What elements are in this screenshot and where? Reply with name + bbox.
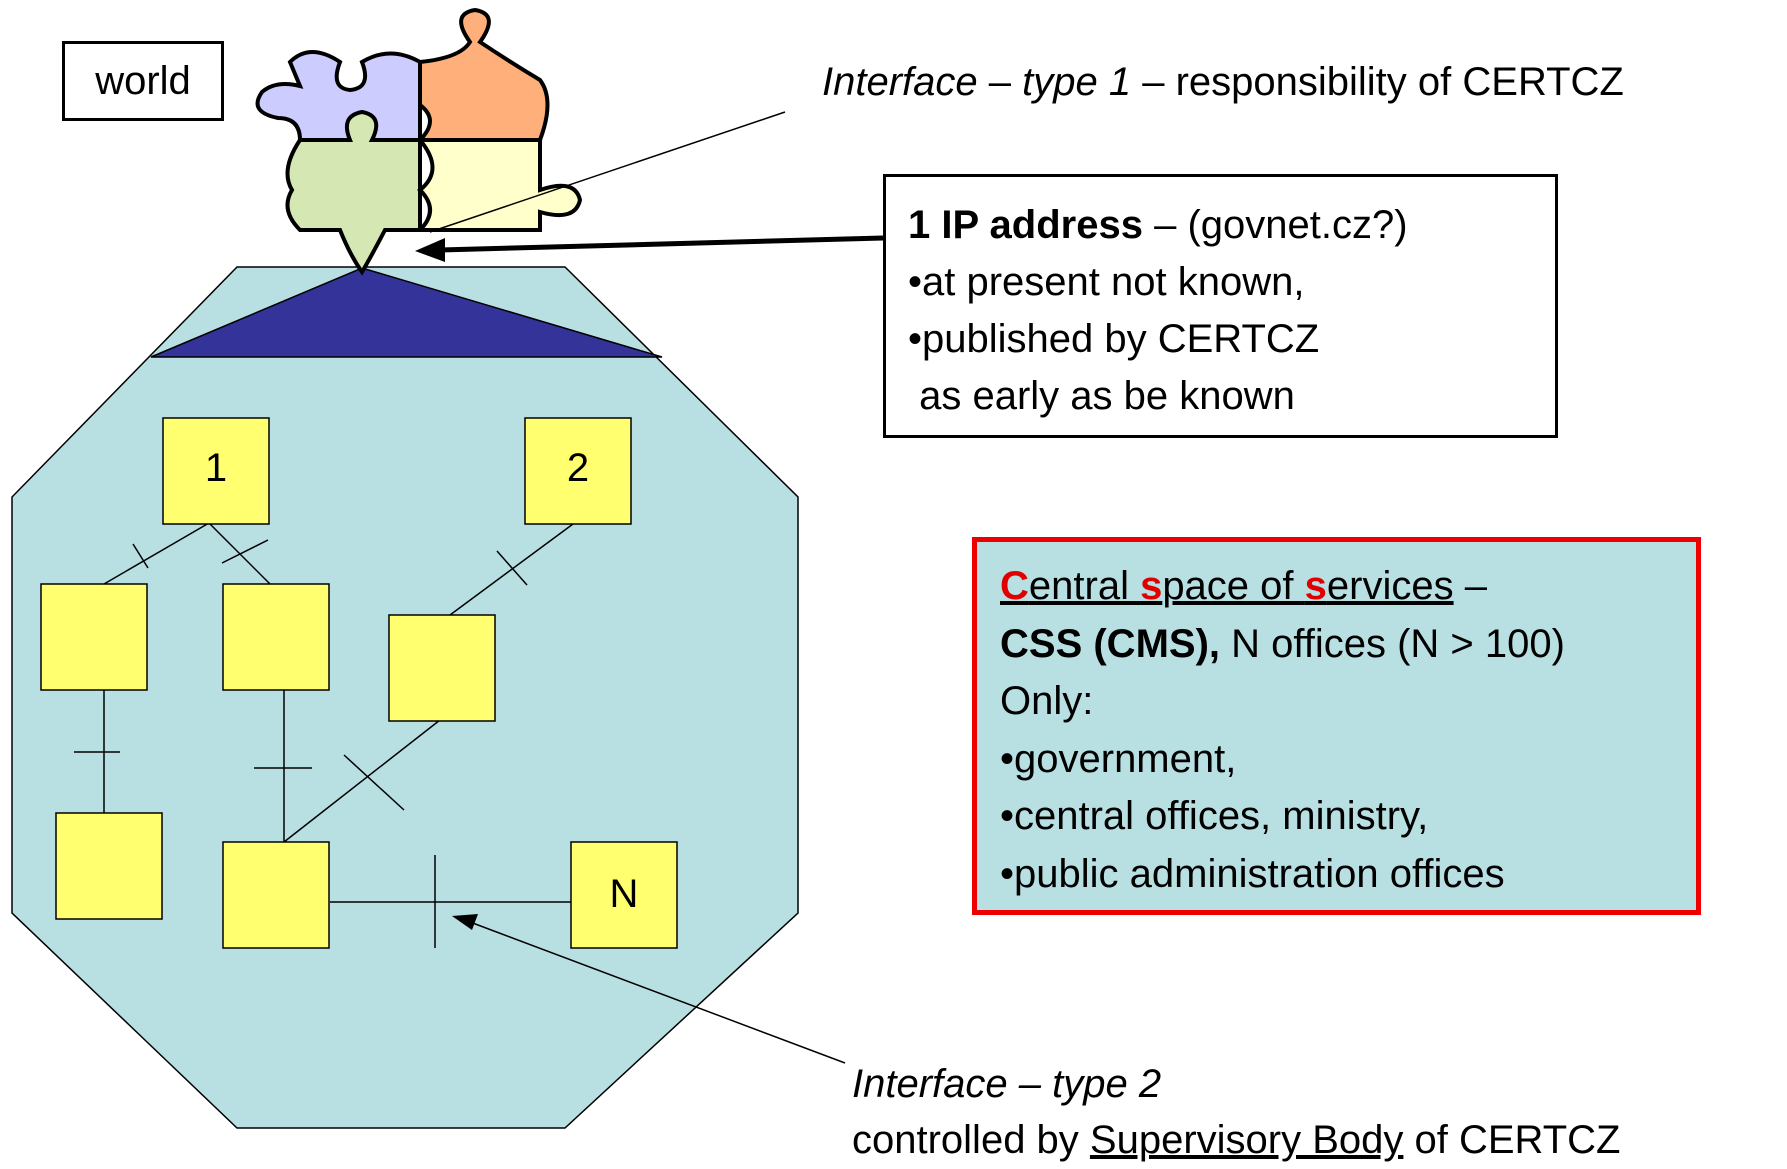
interface2-controlled-by: controlled by Supervisory Body of CERTCZ — [852, 1112, 1620, 1169]
node-2-label: 2 — [566, 446, 590, 490]
node-d — [55, 812, 163, 920]
ip-arrowhead — [415, 238, 445, 262]
css-s1-letter: s — [1140, 564, 1163, 608]
node-n — [570, 841, 678, 949]
gateway-triangle — [150, 267, 663, 358]
node-b — [222, 583, 330, 691]
ip-line-4: as early as be known — [908, 374, 1295, 418]
supervisory-body: Supervisory Body — [1089, 1118, 1404, 1162]
ip-address-box: 1 IP address – (govnet.cz?) •at present … — [883, 174, 1558, 438]
mark-c-e — [343, 754, 405, 811]
node-1-label: 1 — [204, 446, 228, 490]
ip-arrow-line — [439, 235, 884, 253]
css-abbrev: CSS (CMS), — [1000, 621, 1220, 666]
interface1-rest: – responsibility of CERTCZ — [1131, 60, 1624, 104]
ip-heading-rest: – (govnet.cz?) — [1142, 203, 1408, 247]
interface2-title: Interface – type 2 — [852, 1056, 1161, 1113]
node-c — [388, 614, 496, 722]
node-e — [222, 841, 330, 949]
puzzle-piece-green — [285, 109, 422, 276]
world-box: world — [62, 41, 224, 121]
css-central-offices: •central offices, ministry, — [1000, 794, 1429, 838]
puzzle-piece-yellow — [415, 138, 583, 232]
link-2-c — [449, 523, 574, 616]
node-2 — [524, 417, 632, 525]
css-only: Only: — [1000, 679, 1094, 723]
world-label: world — [95, 58, 191, 103]
interface1-italic-a: Interface — [822, 60, 978, 104]
puzzle-icon — [255, 7, 583, 276]
nodes — [40, 417, 678, 949]
interface1-dash: – — [977, 60, 1023, 104]
interface-marks — [74, 539, 528, 948]
interface2-arrowhead — [452, 914, 478, 930]
ip-heading: 1 IP address — [908, 203, 1143, 247]
css-government: •government, — [1000, 736, 1237, 781]
interface2-prefix: controlled by — [852, 1118, 1090, 1162]
css-c-letter: C — [1000, 564, 1029, 608]
ip-line-3: •published by CERTCZ — [908, 317, 1320, 361]
puzzle-piece-orange — [415, 7, 550, 142]
css-c-rest: entral — [1028, 564, 1141, 608]
interface2-pointer-line — [469, 921, 846, 1064]
interface2-suffix: of CERTCZ — [1403, 1118, 1621, 1162]
css-dash: – — [1453, 564, 1487, 608]
css-public-admin: •public administration offices — [1000, 851, 1505, 896]
interface1-annotation: Interface – type 1 – responsibility of C… — [822, 54, 1624, 111]
css-description-box: Central space of services – CSS (CMS), N… — [972, 537, 1701, 915]
mark-2-c — [496, 550, 528, 586]
link-c-e — [283, 719, 441, 843]
css-title: Central space of services – — [1000, 558, 1696, 616]
interface2-italic: Interface – type 2 — [852, 1062, 1162, 1106]
node-n-label: N — [609, 872, 639, 916]
css-s2-letter: s — [1304, 564, 1327, 608]
css-s2-rest: ervices — [1326, 564, 1454, 608]
puzzle-piece-blue — [255, 50, 422, 142]
mark-1-a — [132, 543, 149, 569]
css-s1-rest: pace of — [1162, 564, 1305, 608]
ip-line-2: •at present not known, — [908, 260, 1305, 304]
node-1 — [162, 417, 270, 525]
interface1-italic-b: type 1 — [1022, 60, 1132, 104]
interface1-pointer-line — [429, 111, 786, 233]
node-a — [40, 583, 148, 691]
link-1-a — [103, 522, 210, 585]
css-offices: N offices (N > 100) — [1220, 621, 1565, 666]
mark-1-b — [221, 539, 269, 564]
